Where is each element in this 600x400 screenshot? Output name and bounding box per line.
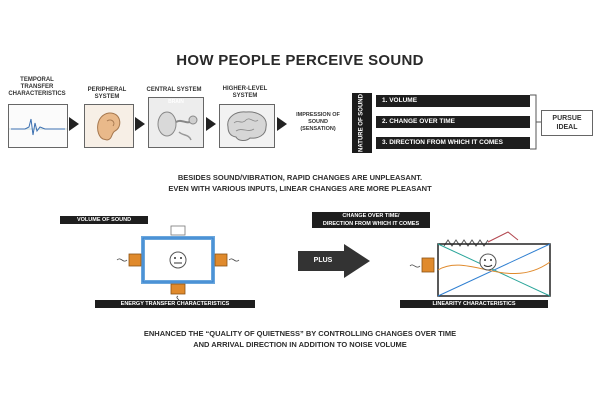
nature-item-change-over-time: 2. CHANGE OVER TIME: [376, 116, 530, 128]
flow-arrow-2: [135, 117, 145, 131]
waveform-panel: [8, 104, 68, 148]
linearity-tag: LINEARITY CHARACTERISTICS: [400, 300, 548, 308]
caption-bottom-line-2: AND ARRIVAL DIRECTION IN ADDITION TO NOI…: [193, 340, 407, 349]
higher-label: HIGHER-LEVEL SYSTEM: [222, 86, 268, 99]
change-direction-tag: CHANGE OVER TIME/ DIRECTION FROM WHICH I…: [312, 212, 430, 228]
pursue-ideal-box: PURSUE IDEAL: [541, 110, 593, 136]
linearity-graphic: [409, 231, 551, 297]
energy-transfer-graphic: [116, 225, 240, 302]
brain-panel: [219, 104, 275, 148]
waveform-graphic: [9, 118, 67, 136]
nature-of-sound-box: NATURE OF SOUND: [352, 93, 372, 153]
caption-top: BESIDES SOUND/VIBRATION, RAPID CHANGES A…: [0, 172, 600, 194]
ear-canal-icon: [157, 111, 198, 141]
caption-bottom-line-1: ENHANCED THE “QUALITY OF QUIETNESS” BY C…: [143, 329, 457, 338]
plus-arrow-icon: [298, 244, 370, 278]
ear-icon: [97, 112, 121, 141]
nature-item-volume: 1. VOLUME: [376, 95, 530, 107]
volume-of-sound-tag: VOLUME OF SOUND: [60, 216, 148, 224]
flow-arrow-1: [69, 117, 79, 131]
caption-top-line-1: BESIDES SOUND/VIBRATION, RAPID CHANGES A…: [177, 173, 423, 182]
flow-arrow-4: [277, 117, 287, 131]
central-sub-label: BRAIN: [168, 99, 184, 105]
change-tag-line-2: DIRECTION FROM WHICH IT COMES: [322, 221, 420, 227]
peripheral-label: PERIPHERAL SYSTEM: [87, 87, 127, 100]
impression-label: IMPRESSION OF SOUND (SENSATION): [296, 112, 340, 132]
temporal-label: TEMPORAL TRANSFER CHARACTERISTICS: [8, 77, 66, 97]
central-system-panel: BRAIN: [148, 97, 204, 148]
nature-of-sound-label: NATURE OF SOUND: [358, 94, 365, 152]
caption-top-line-2: EVEN WITH VARIOUS INPUTS, LINEAR CHANGES…: [168, 184, 432, 193]
central-label: CENTRAL SYSTEM: [146, 87, 202, 93]
ear-panel: [84, 104, 134, 148]
change-tag-line-1: CHANGE OVER TIME/: [342, 213, 400, 219]
nature-item-direction: 3. DIRECTION FROM WHICH IT COMES: [376, 137, 530, 149]
plus-label: PLUS: [313, 257, 333, 264]
brain-icon: [227, 111, 267, 141]
diagram-title: HOW PEOPLE PERCEIVE SOUND: [176, 52, 424, 69]
caption-bottom: ENHANCED THE “QUALITY OF QUIETNESS” BY C…: [0, 328, 600, 350]
energy-transfer-tag: ENERGY TRANSFER CHARACTERISTICS: [95, 300, 255, 308]
flow-arrow-3: [206, 117, 216, 131]
